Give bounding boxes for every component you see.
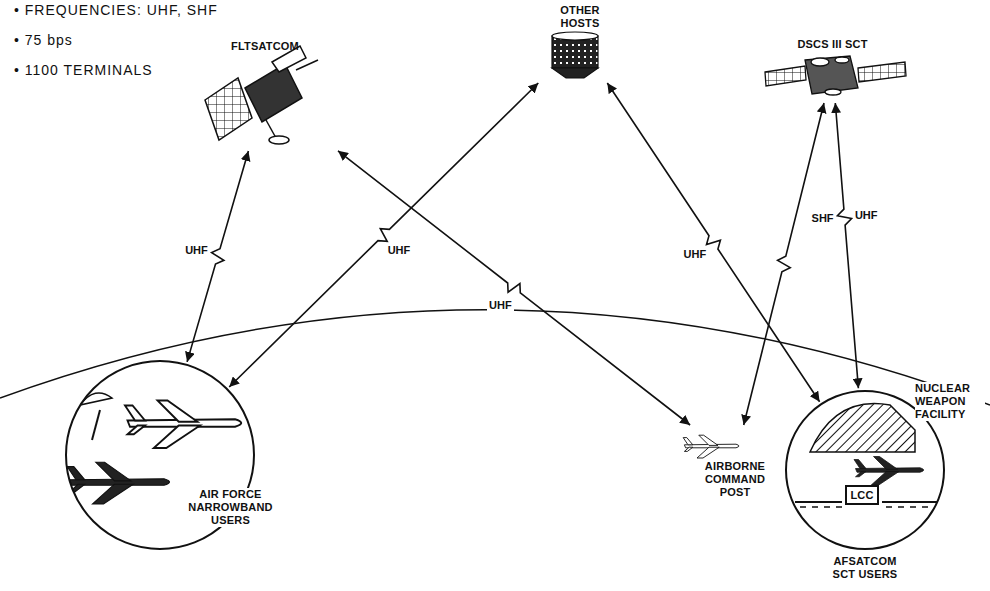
node-label: FLTSATCOM	[195, 40, 335, 53]
fltsatcom-satellite	[205, 46, 318, 144]
link-label: UHF	[386, 244, 413, 257]
satellite-node: FLTSATCOM	[195, 40, 335, 148]
spec-note: • 75 bps	[14, 32, 73, 48]
user-circle: AIR FORCE NARROWBAND USERS	[65, 360, 255, 550]
link-label: UHF	[183, 244, 210, 257]
satellite-node: OTHER HOSTS	[535, 4, 625, 80]
node-label: AFSATCOM SCT USERS	[825, 555, 905, 581]
node-label: NUCLEAR WEAPON FACILITY	[915, 382, 985, 421]
aircraft-node: AIRBORNE COMMAND POST	[675, 428, 795, 492]
link-label: UHF	[682, 248, 709, 261]
node-label: LCC	[847, 489, 877, 502]
satellite-node: DSCS III SCT	[755, 38, 910, 100]
radio-link	[835, 103, 858, 388]
radio-link	[338, 151, 690, 425]
node-label: AIRBORNE COMMAND POST	[689, 460, 781, 499]
facility-box: LCC	[845, 485, 879, 505]
link-label: UHF	[487, 299, 514, 312]
user-circle: NUCLEAR WEAPON FACILITYAFSATCOM SCT USER…	[785, 390, 945, 550]
spec-note: • FREQUENCIES: UHF, SHF	[14, 2, 218, 18]
node-label: DSCS III SCT	[755, 38, 910, 51]
link-label: SHF	[810, 212, 836, 225]
other-hosts-satellite	[552, 32, 598, 78]
link-label: UHF	[853, 209, 880, 222]
radio-link	[229, 83, 538, 387]
dscs-satellite	[765, 56, 906, 95]
spec-note: • 1100 TERMINALS	[14, 62, 153, 78]
radio-link	[744, 103, 824, 425]
radio-link	[607, 83, 819, 402]
command-post-aircraft	[683, 435, 739, 458]
node-label: OTHER HOSTS	[550, 4, 610, 30]
node-label: AIR FORCE NARROWBAND USERS	[187, 488, 274, 527]
